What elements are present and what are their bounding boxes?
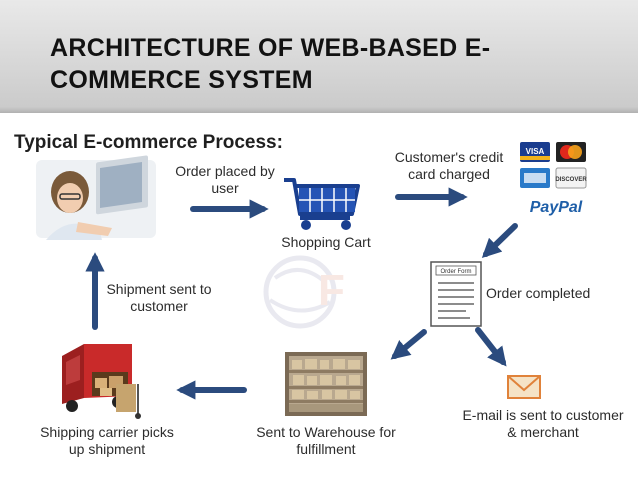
step-shipment-sent-label: Shipment sent to customer (106, 281, 212, 314)
shopping-cart-icon (284, 178, 360, 230)
order-form-icon: Order Form (430, 261, 482, 327)
step-shopping-cart-label: Shopping Cart (281, 234, 371, 250)
slide-header: ARCHITECTURE OF WEB-BASED E-COMMERCE SYS… (0, 0, 638, 113)
step-card-charged-label: Customer's credit card charged (394, 149, 504, 182)
delivery-truck-icon (62, 344, 141, 419)
svg-text:F: F (318, 266, 345, 315)
email-envelope-icon (507, 375, 541, 399)
order-form-label: Order Form (440, 269, 471, 275)
step-email-sent-label: E-mail is sent to customer & merchant (462, 407, 624, 440)
visa-card-icon: VISA (520, 142, 550, 162)
arrow-to-email (475, 327, 507, 367)
arrow-to-warehouse (390, 329, 427, 360)
discover-card-icon: DISCOVER (555, 167, 587, 189)
header-shadow (0, 107, 638, 113)
user-at-computer-icon (36, 155, 156, 240)
discover-text: DISCOVER (555, 177, 587, 183)
amex-card-icon (520, 168, 550, 188)
step-carrier-label: Shipping carrier picks up shipment (40, 424, 174, 457)
slide-title: ARCHITECTURE OF WEB-BASED E-COMMERCE SYS… (50, 34, 491, 94)
visa-text: VISA (526, 147, 545, 156)
process-subtitle: Typical E-commerce Process: (14, 132, 283, 153)
paypal-logo: PayPal (530, 199, 583, 216)
step-order-placed-label: Order placed by user (175, 163, 275, 196)
warehouse-icon (285, 352, 367, 416)
arrow-to-order-form (481, 223, 518, 259)
step-order-completed-label: Order completed (486, 285, 591, 301)
credit-card-logos: VISA DISCOVER PayPal (520, 142, 587, 216)
watermark-logo: F (263, 255, 345, 329)
mastercard-icon (556, 142, 586, 162)
step-warehouse-label: Sent to Warehouse for fulfillment (256, 424, 396, 457)
